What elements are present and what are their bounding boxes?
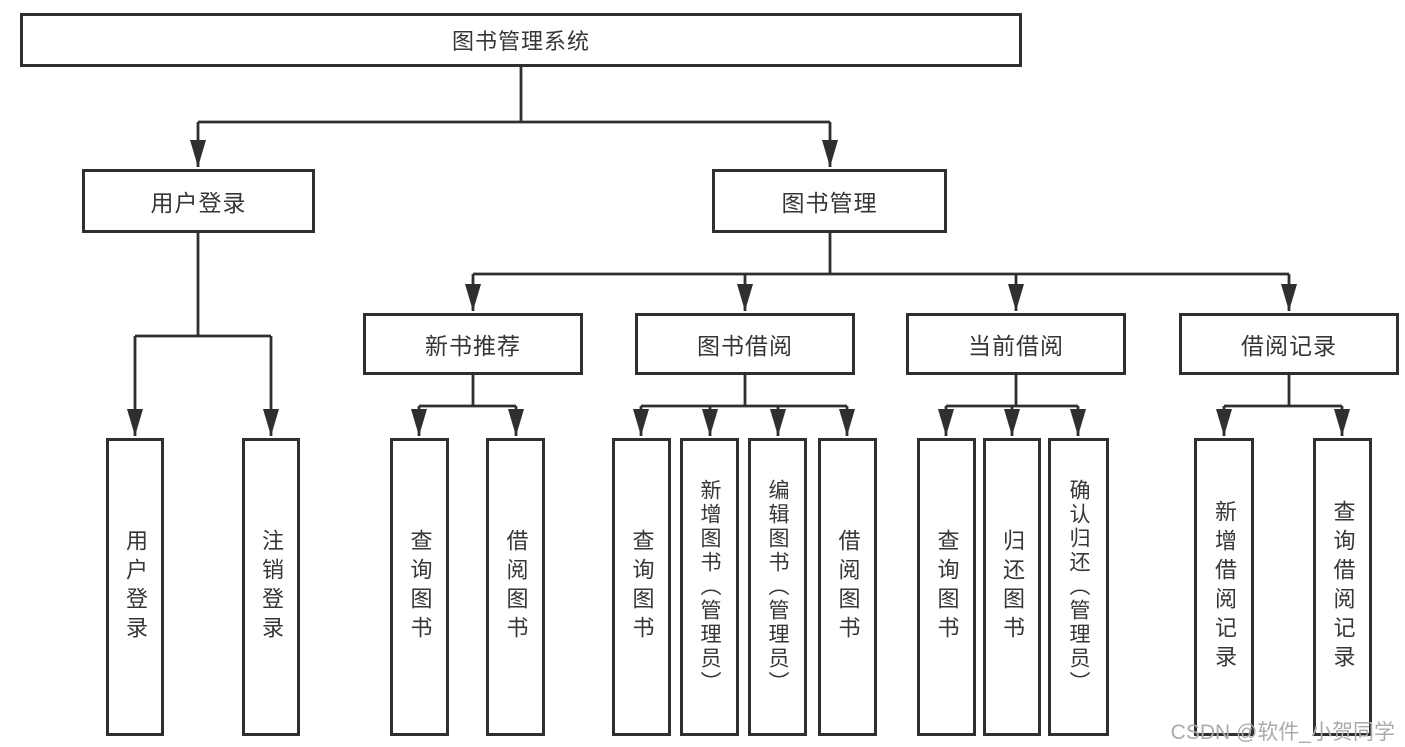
watermark: CSDN @软件_小贺同学 (1170, 721, 1395, 744)
node-user-login: 用户登录 (82, 169, 315, 233)
edges-user-login (127, 233, 279, 436)
edges-borrowing-records (1216, 375, 1350, 436)
leaf-query-books-borrowing: 查询图书 (612, 438, 671, 736)
leaf-return-books: 归还图书 (983, 438, 1041, 736)
leaf-query-books-recommend: 查询图书 (390, 438, 449, 736)
leaf-borrow-books-recommend: 借阅图书 (486, 438, 545, 736)
leaf-query-books-current: 查询图书 (917, 438, 976, 736)
leaf-add-book-admin: 新增图书（管理员） (680, 438, 739, 736)
edges-current-borrowing (938, 375, 1086, 436)
edges-book-borrowing (633, 375, 855, 436)
node-current-borrowing: 当前借阅 (906, 313, 1126, 375)
leaf-add-borrow-record: 新增借阅记录 (1194, 438, 1254, 736)
edges-book-management (465, 233, 1297, 311)
edges-new-book-recommend (411, 375, 524, 436)
node-book-management: 图书管理 (712, 169, 947, 233)
leaf-logout: 注销登录 (242, 438, 300, 736)
edges-from-root (190, 67, 838, 167)
node-book-borrowing: 图书借阅 (635, 313, 855, 375)
node-library-system: 图书管理系统 (20, 13, 1022, 67)
leaf-confirm-return-admin: 确认归还（管理员） (1048, 438, 1109, 736)
leaf-edit-book-admin: 编辑图书（管理员） (748, 438, 807, 736)
leaf-query-borrow-record: 查询借阅记录 (1313, 438, 1372, 736)
node-new-book-recommend: 新书推荐 (363, 313, 583, 375)
leaf-user-login: 用户登录 (106, 438, 164, 736)
node-borrowing-records: 借阅记录 (1179, 313, 1399, 375)
leaf-borrow-books-borrowing: 借阅图书 (818, 438, 877, 736)
